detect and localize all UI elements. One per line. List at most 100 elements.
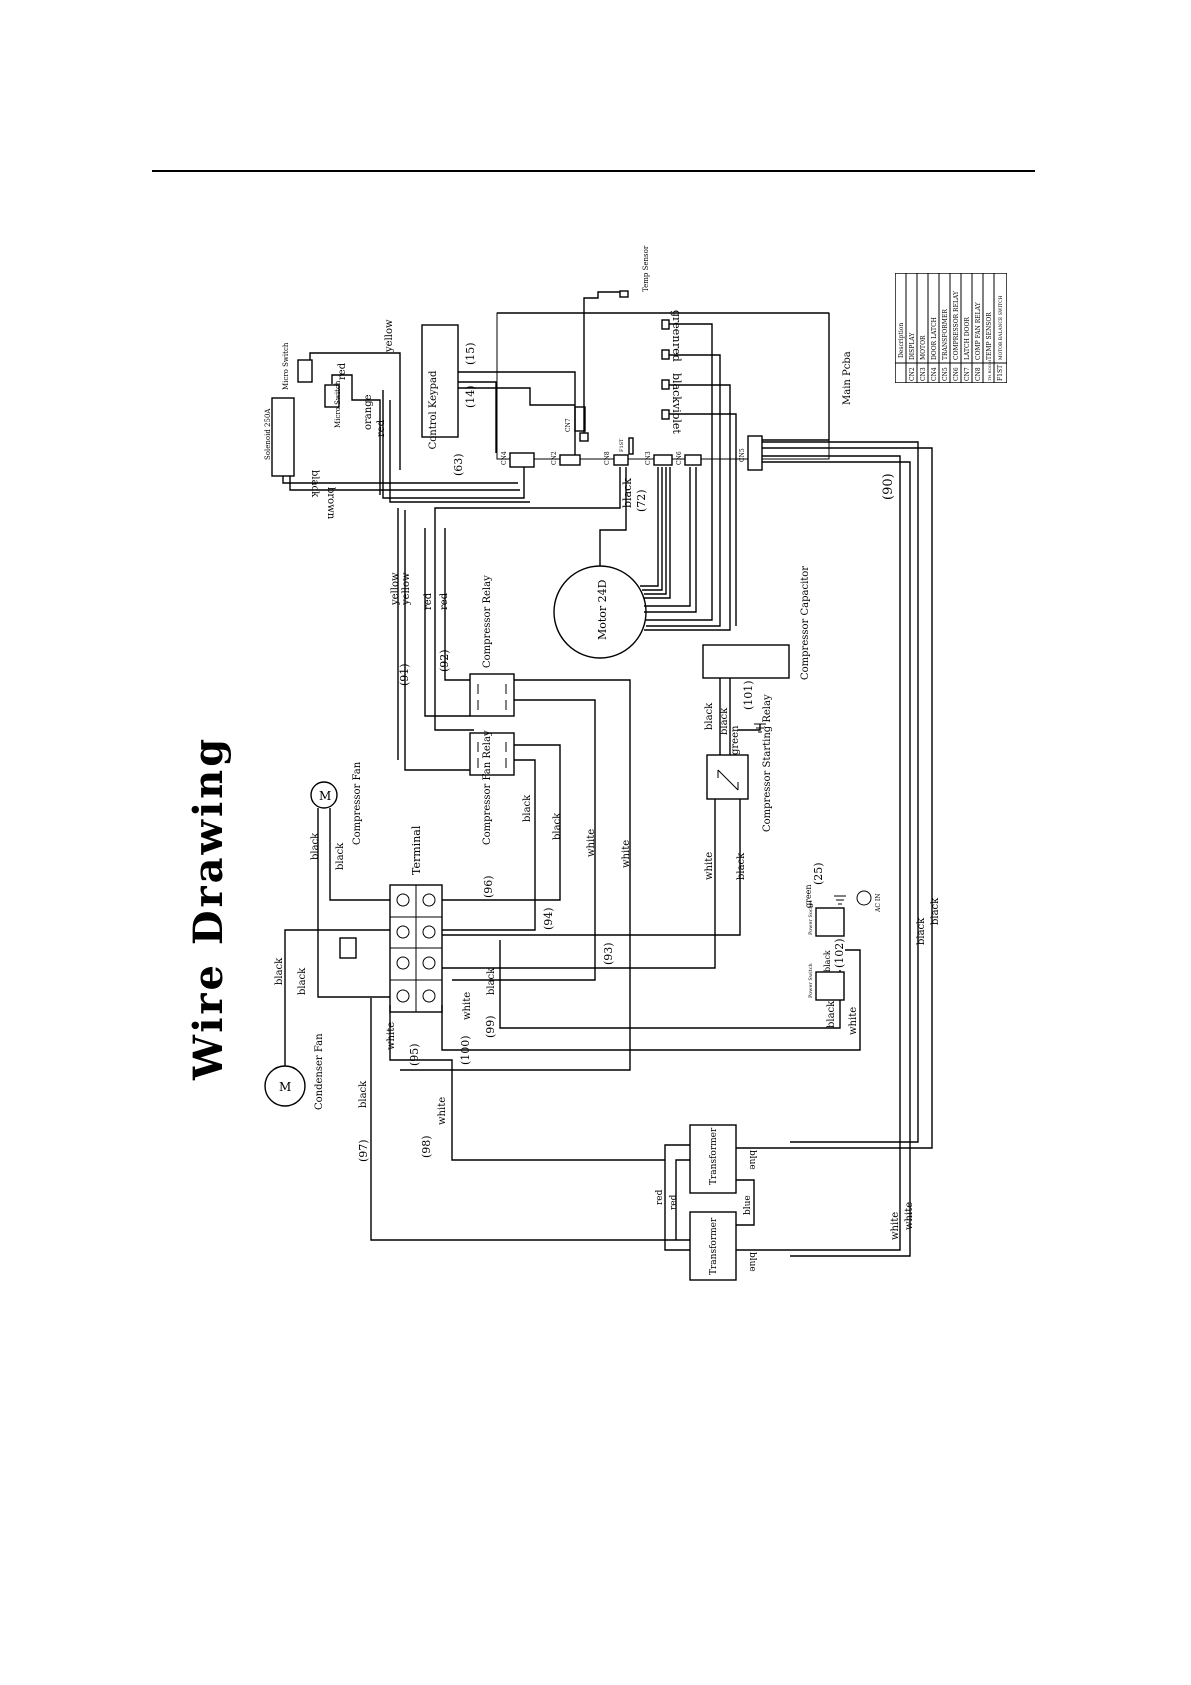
svg-text:Power Switch: Power Switch (808, 962, 814, 998)
svg-text:blue: blue (747, 1252, 757, 1272)
svg-text:brown: brown (325, 487, 336, 520)
svg-text:(94): (94) (542, 907, 555, 930)
ac-ground-icon (834, 895, 846, 905)
svg-text:CN6: CN6 (953, 367, 960, 381)
svg-text:M: M (279, 1080, 291, 1094)
svg-text:Condenser Fan: Condenser Fan (314, 1033, 325, 1110)
transformer-bundle (762, 441, 933, 1257)
svg-text:black: black (916, 917, 927, 945)
svg-text:white: white (621, 840, 632, 868)
svg-text:(92): (92) (438, 649, 451, 672)
svg-text:black: black (736, 852, 747, 880)
svg-text:Micro Switch: Micro Switch (334, 380, 342, 428)
svg-text:black: black (310, 832, 321, 860)
ground-icon (754, 723, 766, 733)
svg-text:Compressor Fan: Compressor Fan (352, 761, 363, 845)
svg-text:(14): (14) (464, 385, 477, 408)
svg-text:black: black (826, 1000, 837, 1028)
svg-text:LATCH DOOR: LATCH DOOR (964, 317, 971, 360)
svg-text:AC IN: AC IN (875, 894, 882, 913)
power-socket: Power Socket AC IN (808, 890, 882, 937)
connector-cn3 (653, 454, 673, 466)
svg-text:(102): (102) (833, 938, 846, 968)
svg-text:(96): (96) (482, 875, 495, 898)
condenser-fan: M Condenser Fan (264, 1033, 325, 1110)
svg-text:green: green (730, 725, 741, 755)
svg-text:CN8: CN8 (975, 367, 982, 381)
svg-text:Compressor Capacitor: Compressor Capacitor (800, 566, 811, 680)
pcba-connectors: CN4 CN2 CN7 CN8 CN3 CN6 CN5 F1ST (501, 406, 763, 471)
relay-wires (397, 508, 631, 1071)
micro-switch-bottom: Micro Switch (324, 380, 342, 428)
svg-text:Main Pcba: Main Pcba (842, 351, 853, 405)
svg-text:black: black (719, 707, 730, 735)
svg-text:(91): (91) (398, 663, 411, 686)
svg-text:M: M (319, 789, 331, 803)
svg-text:CN4: CN4 (501, 451, 508, 465)
svg-text:MOTOR BALANCE SWITCH: MOTOR BALANCE SWITCH (998, 295, 1004, 360)
svg-text:green: green (804, 884, 813, 908)
svg-text:white: white (890, 1212, 901, 1240)
svg-text:COMP FAN RELAY: COMP FAN RELAY (975, 301, 982, 360)
svg-text:black: black (335, 842, 346, 870)
svg-text:Temp Sensor: Temp Sensor (642, 245, 650, 292)
micro-switch-top: Micro Switch (282, 342, 313, 390)
svg-text:(98): (98) (420, 1135, 433, 1158)
svg-text:blue: blue (743, 1195, 753, 1215)
motor-24d: Motor 24D (553, 565, 647, 659)
svg-text:Micro Switch: Micro Switch (282, 342, 290, 390)
svg-text:yellow: yellow (384, 319, 395, 353)
transformer-bottom: Transformer (689, 1211, 737, 1281)
svg-text:Terminal: Terminal (410, 825, 423, 875)
svg-text:red: red (669, 1194, 679, 1210)
compressor-relay: Compressor Relay (469, 575, 515, 717)
svg-text:Motor 24D: Motor 24D (596, 579, 609, 640)
svg-text:white: white (386, 1022, 397, 1050)
svg-text:CN4: CN4 (931, 367, 938, 381)
svg-text:TH ROOM: TH ROOM (987, 360, 992, 381)
svg-text:white: white (586, 829, 597, 857)
svg-text:F1ST: F1ST (619, 438, 625, 452)
svg-text:(95): (95) (408, 1043, 421, 1066)
svg-text:CN7: CN7 (565, 418, 572, 432)
svg-text:black: black (309, 470, 320, 498)
svg-text:red: red (423, 592, 434, 610)
svg-text:black: black (670, 373, 683, 403)
svg-text:black: black (704, 702, 715, 730)
terminal-block: Terminal (339, 825, 443, 1013)
svg-text:Solenoid 250A: Solenoid 250A (264, 408, 272, 460)
svg-text:red: red (670, 343, 683, 362)
top-wires (282, 291, 830, 503)
svg-text:(25): (25) (812, 862, 825, 885)
svg-text:CN5: CN5 (739, 448, 746, 462)
svg-text:black: black (486, 967, 497, 995)
svg-text:CN3: CN3 (645, 451, 652, 465)
svg-text:Transformer: Transformer (709, 1127, 719, 1185)
svg-text:black: black (274, 957, 285, 985)
svg-text:(101): (101) (742, 680, 755, 710)
svg-text:green: green (670, 310, 683, 342)
svg-text:Power Socket: Power Socket (808, 900, 814, 935)
svg-text:TEMP SENSOR: TEMP SENSOR (986, 312, 993, 360)
svg-text:TRANSFORMER: TRANSFORMER (942, 309, 949, 360)
svg-text:red: red (376, 419, 387, 437)
svg-text:CN6: CN6 (676, 451, 683, 465)
page-title: Wire Drawing (185, 736, 232, 1081)
connector-th-room (579, 432, 589, 442)
svg-text:(72): (72) (635, 489, 648, 512)
connector-cn6 (684, 454, 702, 466)
svg-text:(99): (99) (484, 1015, 497, 1038)
legend-header: Description (898, 323, 905, 358)
svg-text:white: white (437, 1097, 448, 1125)
svg-text:CN8: CN8 (604, 451, 611, 465)
svg-text:yellow: yellow (390, 572, 401, 606)
terminal-fuse (339, 937, 357, 959)
svg-text:DOOR LATCH: DOOR LATCH (931, 317, 938, 360)
svg-text:DISPLAY: DISPLAY (909, 332, 916, 360)
svg-text:CN7: CN7 (964, 367, 971, 381)
svg-text:F1ST: F1ST (997, 365, 1004, 381)
compressor-fan-relay: Compressor Fan Relay (469, 730, 515, 845)
svg-text:white: white (904, 1202, 915, 1230)
